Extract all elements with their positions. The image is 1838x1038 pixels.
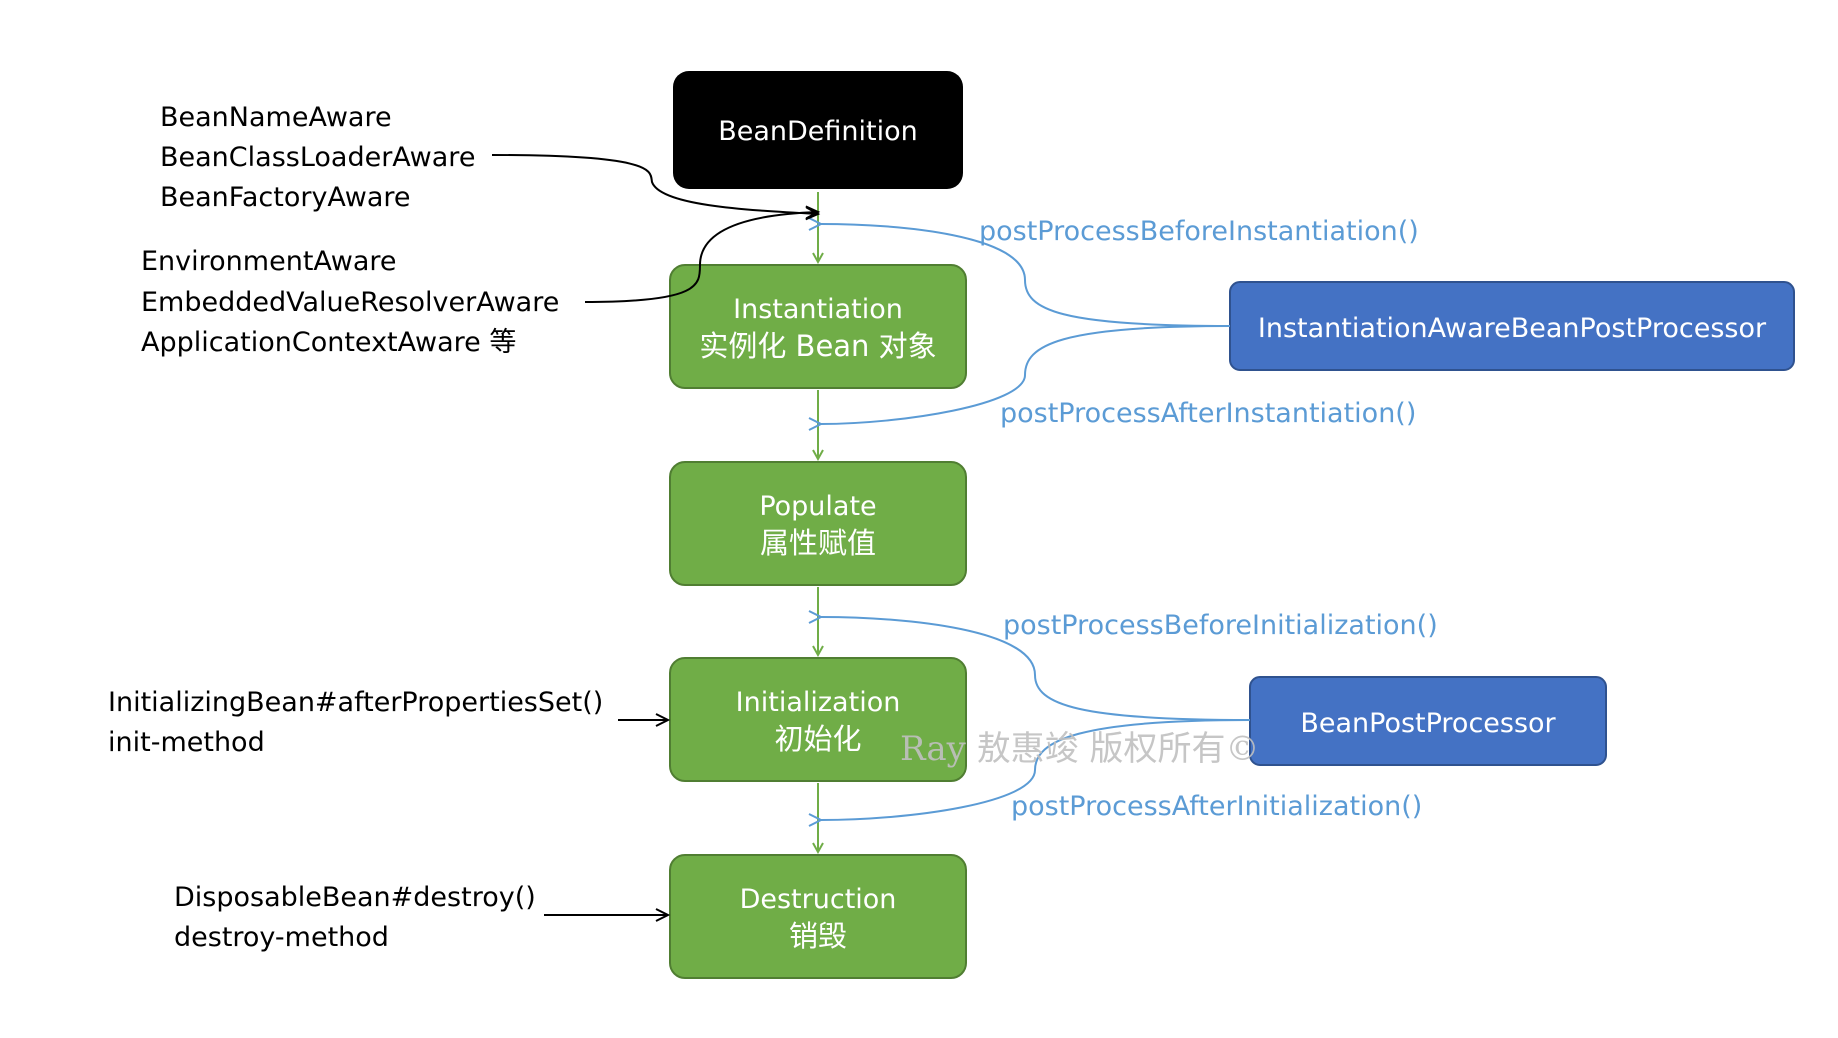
after-instantiation-label: postProcessAfterInstantiation(): [1000, 398, 1416, 429]
before-instantiation-label: postProcessBeforeInstantiation(): [979, 216, 1419, 247]
after-instantiation-curve: [808, 325, 1231, 431]
before-instantiation-curve: [808, 217, 1231, 327]
after-initialization-curve: [808, 719, 1251, 827]
instantiation-node: Instantiation 实例化 Bean 对象: [669, 264, 967, 389]
destruction-label: Destruction: [740, 884, 897, 915]
aware-item: EnvironmentAware: [141, 246, 397, 277]
destruction-node: Destruction 销毁: [669, 854, 967, 979]
initialization-node: Initialization 初始化: [669, 657, 967, 782]
initialization-label: Initialization: [736, 687, 901, 718]
aware-curves: [491, 154, 821, 303]
init-hook-item: InitializingBean#afterPropertiesSet(): [108, 687, 603, 718]
aware-item: BeanNameAware: [160, 102, 392, 133]
populate-label: Populate: [759, 491, 876, 522]
init-hooks: InitializingBean#afterPropertiesSet() in…: [108, 687, 671, 758]
instantiation-aware-processor-label: InstantiationAwareBeanPostProcessor: [1258, 313, 1767, 344]
populate-node: Populate 属性赋值: [669, 461, 967, 586]
destruction-sublabel: 销毁: [789, 919, 847, 953]
aware-group2-curve: [584, 205, 821, 303]
bean-post-processor-label: BeanPostProcessor: [1300, 708, 1556, 739]
aware-item: EmbeddedValueResolverAware: [141, 287, 559, 318]
destroy-hook-item: destroy-method: [174, 922, 389, 953]
aware-group1-curve: [491, 154, 821, 221]
aware-group2: EnvironmentAware EmbeddedValueResolverAw…: [141, 246, 559, 358]
before-initialization-curve: [808, 610, 1251, 721]
instantiation-aware-processor-node: InstantiationAwareBeanPostProcessor: [1229, 281, 1795, 371]
bean-definition-node: BeanDefinition: [673, 71, 963, 189]
aware-item: ApplicationContextAware 等: [141, 327, 516, 358]
aware-item: BeanFactoryAware: [160, 182, 411, 213]
bean-post-processor-node: BeanPostProcessor: [1249, 676, 1607, 766]
initialization-sublabel: 初始化: [774, 722, 861, 756]
watermark: Ray 敖惠竣 版权所有©: [900, 729, 1259, 769]
after-initialization-label: postProcessAfterInitialization(): [1011, 791, 1422, 822]
instantiation-sublabel: 实例化 Bean 对象: [699, 329, 936, 363]
bean-definition-label: BeanDefinition: [718, 116, 918, 147]
callback-curves: [808, 217, 1251, 827]
aware-group1: BeanNameAware BeanClassLoaderAware BeanF…: [160, 102, 475, 213]
populate-sublabel: 属性赋值: [760, 526, 876, 560]
instantiation-label: Instantiation: [733, 294, 903, 325]
init-hook-item: init-method: [108, 727, 265, 758]
destroy-hook-item: DisposableBean#destroy(): [174, 882, 536, 913]
aware-item: BeanClassLoaderAware: [160, 142, 475, 173]
destroy-hooks: DisposableBean#destroy() destroy-method: [174, 882, 671, 953]
before-initialization-label: postProcessBeforeInitialization(): [1003, 610, 1438, 641]
